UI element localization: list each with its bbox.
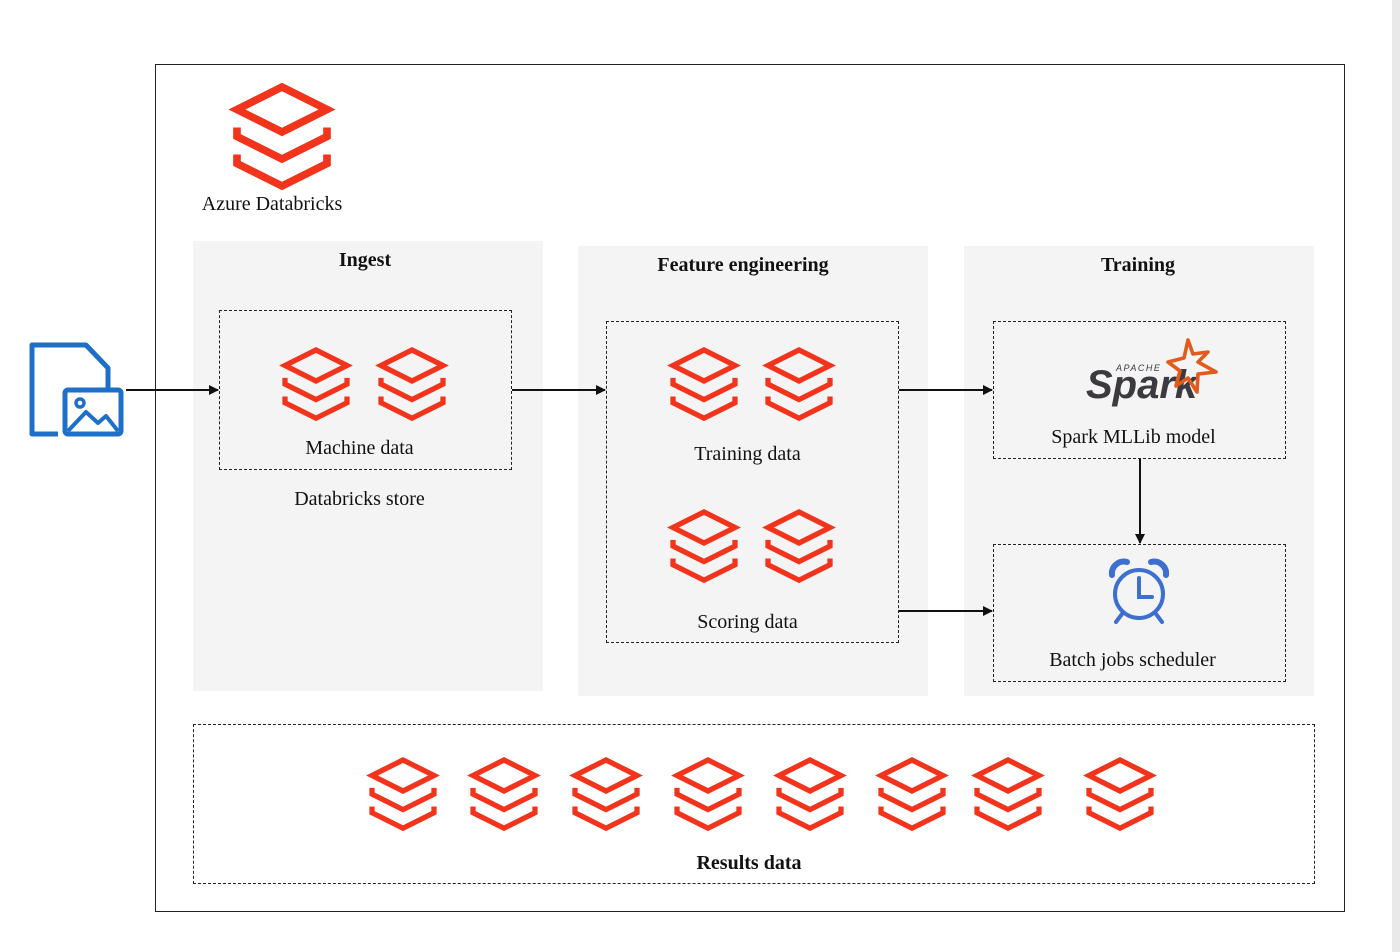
scoring-data-label: Scoring data (697, 611, 798, 633)
results-data-icon (575, 760, 637, 828)
results-data-icon (372, 760, 434, 828)
feature-title: Feature engineering (657, 254, 829, 276)
results-data-icon (881, 760, 943, 828)
svg-text:APACHE: APACHE (1115, 363, 1161, 373)
feature-data-box (606, 321, 899, 643)
ingest-title: Ingest (338, 249, 392, 271)
brand-name: Azure Databricks (201, 193, 343, 215)
results-data-icon (1089, 760, 1151, 828)
file-image-icon (29, 342, 124, 437)
alarm-clock-icon (1108, 558, 1170, 624)
spark-model-box (993, 321, 1286, 459)
results-data-icon (473, 760, 535, 828)
results-label: Results data (696, 852, 802, 874)
machine-data-label: Machine data (305, 437, 414, 459)
scoring-data-icon (768, 512, 830, 580)
edge-strip (1392, 0, 1400, 952)
ingest-panel (193, 241, 543, 691)
results-data-icon (779, 760, 841, 828)
results-box (193, 724, 1315, 884)
scheduler-label: Batch jobs scheduler (1049, 649, 1216, 671)
training-data-label: Training data (694, 443, 801, 465)
training-data-icon (768, 350, 830, 418)
scheduler-box (993, 544, 1286, 682)
training-data-icon (673, 350, 735, 418)
databricks-logo (237, 87, 327, 186)
diagram-frame (155, 64, 1345, 912)
spark-model-label: Spark MLLib model (1051, 426, 1216, 448)
scoring-data-icon (673, 512, 735, 580)
machine-data-box (219, 310, 512, 470)
training-title: Training (1100, 254, 1176, 276)
machine-data-icon (285, 350, 347, 418)
svg-text:Spark: Spark (1086, 363, 1199, 407)
results-data-icon (977, 760, 1039, 828)
machine-data-icon (381, 350, 443, 418)
results-data-icon (677, 760, 739, 828)
apache-spark-logo: APACHE Spark (1086, 338, 1218, 407)
databricks-store-caption: Databricks store (294, 488, 425, 510)
